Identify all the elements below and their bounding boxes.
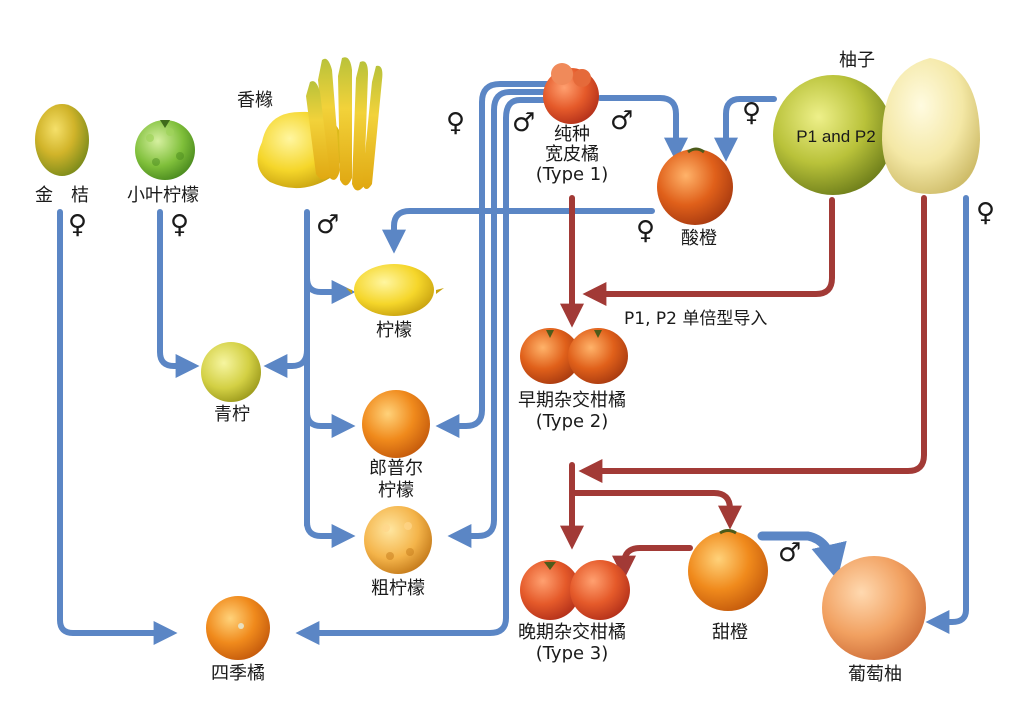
female-symbol-kumquat: ♀ — [68, 210, 88, 240]
label-haploid-intro: P1, P2 单倍型导入 — [624, 309, 768, 329]
label-micrantha: 小叶柠檬 — [127, 185, 199, 206]
kumquat-fruit — [35, 104, 89, 176]
label-pomelo-inner: P1 and P2 — [796, 127, 876, 146]
rangpur-fruit — [362, 390, 430, 458]
female-symbol-sour-orange: ♀ — [636, 216, 656, 246]
arrow-sweetorange-to-grapefruit — [757, 531, 847, 581]
arrow-kumquat-to-calamondin — [57, 209, 178, 645]
male-symbol-mandarin-right: ♂ — [610, 106, 634, 136]
label-kumquat: 金 桔 — [35, 185, 89, 206]
label-calamondin: 四季橘 — [211, 663, 265, 684]
arrow-pomelo-to-late — [578, 195, 927, 483]
label-sweet-orange: 甜橙 — [712, 622, 748, 643]
micrantha-fruit — [135, 120, 195, 180]
label-late-mandarin-2: (Type 3) — [535, 643, 609, 664]
pomelo-green-fruit — [773, 75, 893, 195]
arrow-pomelo-to-grapefruit — [925, 195, 969, 634]
rough-lemon-fruit — [364, 506, 432, 574]
female-symbol-micrantha: ♀ — [170, 210, 190, 240]
lime-fruit — [201, 342, 261, 402]
label-grapefruit: 葡萄柚 — [848, 664, 902, 685]
lemon-fruit — [354, 264, 434, 316]
label-pomelo: 柚子 — [839, 50, 875, 71]
label-pure-mandarin-1: 纯种 — [554, 124, 590, 145]
male-symbol-sweet-orange: ♂ — [778, 538, 802, 568]
label-rangpur-2: 柠檬 — [378, 480, 414, 501]
label-citron: 香橼 — [237, 90, 273, 111]
arrow-citron-to-lime — [263, 347, 310, 378]
arrow-to-sweetorange — [569, 490, 742, 530]
label-rough-lemon: 粗柠檬 — [371, 578, 425, 599]
sweet-orange-fruit — [688, 531, 768, 611]
label-late-mandarin-1: 晚期杂交柑橘 — [518, 622, 626, 643]
label-lime: 青柠 — [214, 404, 250, 425]
pomelo-yellow-fruit — [882, 58, 980, 194]
female-symbol-mandarin: ♀ — [446, 108, 466, 138]
female-symbol-pomelo: ♀ — [742, 98, 762, 128]
arrow-mandarin-to-rangpur — [435, 81, 551, 438]
arrow-mandarin-to-rough — [447, 89, 551, 548]
label-early-mandarin-2: (Type 2) — [535, 411, 609, 432]
label-rangpur-1: 郎普尔 — [369, 458, 423, 479]
citron-fruit — [257, 57, 383, 191]
calamondin-fruit — [206, 596, 270, 660]
label-sour-orange: 酸橙 — [681, 228, 717, 249]
arrow-citron-to-rough — [304, 519, 356, 548]
label-pure-mandarin-2: 宽皮橘 — [545, 144, 599, 165]
sour-orange-fruit — [657, 149, 733, 225]
arrow-mandarin-to-calamondin — [295, 97, 551, 645]
label-pure-mandarin-3: (Type 1) — [535, 164, 609, 185]
early-mandarin-fruit — [520, 328, 628, 384]
female-symbol-pomelo-grapefruit: ♀ — [976, 198, 996, 228]
arrow-pomelo-to-sourorange — [714, 96, 777, 162]
arrow-sweetorange-to-late — [612, 545, 693, 580]
label-lemon: 柠檬 — [376, 320, 412, 341]
male-symbol-mandarin-left: ♂ — [512, 108, 536, 138]
grapefruit-fruit — [822, 556, 926, 660]
label-early-mandarin-1: 早期杂交柑橘 — [518, 390, 626, 411]
arrow-sourorange-to-lemon — [382, 208, 655, 254]
male-symbol-citron: ♂ — [316, 210, 340, 240]
arrow-citron-to-lemon — [304, 275, 356, 304]
pure-mandarin-fruit — [543, 63, 599, 124]
arrow-citron-to-rangpur — [304, 409, 356, 438]
arrow-pomelo-haploid-intro — [582, 197, 835, 306]
late-mandarin-fruit — [520, 560, 630, 620]
arrow-micrantha-to-lime — [157, 209, 200, 378]
arrow-mandarin-to-sourorange — [597, 95, 688, 162]
